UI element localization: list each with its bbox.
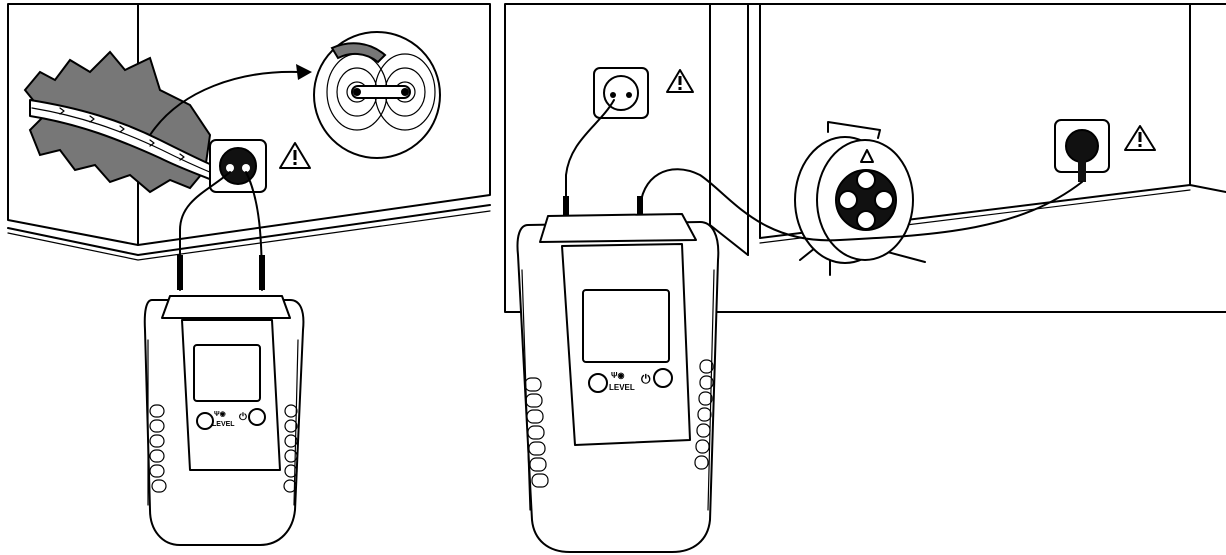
wall-outlet-icon bbox=[210, 140, 266, 192]
hidden-cable-icon bbox=[25, 52, 212, 192]
level-label: LEVEL bbox=[212, 421, 235, 428]
tester-display bbox=[194, 345, 260, 401]
warning-icon bbox=[667, 70, 693, 92]
right-wall-edge-left bbox=[710, 4, 748, 255]
wall-outlet-icon bbox=[594, 68, 648, 118]
level-label: LEVEL bbox=[609, 383, 635, 392]
antenna-icon: Ψ◉ bbox=[214, 411, 226, 418]
plug-icon bbox=[1055, 120, 1109, 182]
warning-icon bbox=[1125, 126, 1155, 150]
level-button[interactable] bbox=[589, 374, 607, 392]
power-icon: ⏻ bbox=[239, 411, 247, 423]
magnetic-field-icon bbox=[314, 32, 440, 158]
power-button[interactable] bbox=[654, 369, 672, 387]
tester-device-right: Ψ◉ LEVEL ⏻ bbox=[517, 214, 718, 552]
magnify-arrow-head bbox=[296, 64, 312, 80]
left-floor-edge-2 bbox=[8, 211, 490, 260]
right-panel: Ψ◉ LEVEL ⏻ bbox=[505, 4, 1226, 552]
tester-display bbox=[583, 290, 669, 362]
cable-reel-icon bbox=[795, 122, 925, 275]
warning-icon bbox=[280, 143, 310, 168]
power-button[interactable] bbox=[249, 409, 265, 425]
level-button[interactable] bbox=[197, 413, 213, 429]
antenna-icon: Ψ◉ bbox=[611, 371, 624, 380]
left-panel: Ψ◉ LEVEL ⏻ bbox=[8, 4, 490, 545]
power-icon: ⏻ bbox=[641, 372, 651, 386]
tester-device-left: Ψ◉ LEVEL ⏻ bbox=[145, 296, 304, 545]
